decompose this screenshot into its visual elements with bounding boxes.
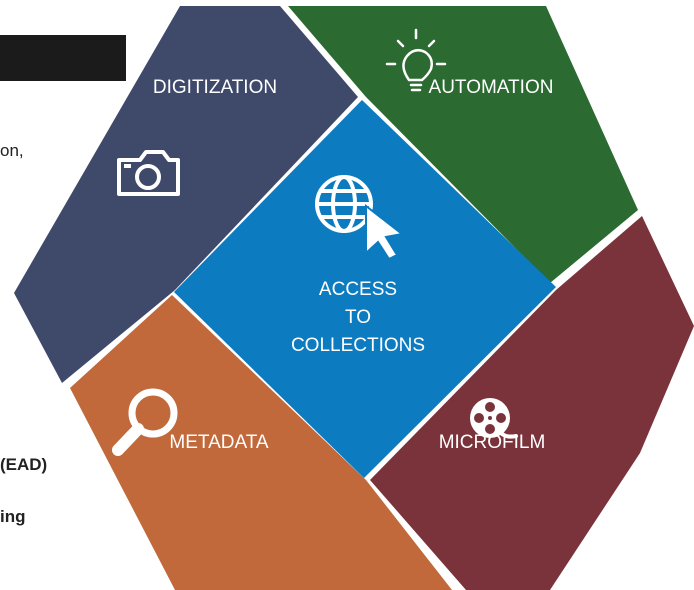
- left-text-line2: (EAD): [0, 455, 48, 474]
- segment-digitization: [14, 6, 358, 383]
- label-center-2: TO: [345, 307, 371, 328]
- label-microfilm: MICROFILM: [439, 432, 546, 453]
- label-center-3: COLLECTIONS: [291, 335, 425, 356]
- magnifier-icon: [112, 388, 178, 456]
- segment-microfilm: [370, 216, 694, 590]
- globe-cursor-icon: [315, 175, 405, 261]
- label-automation: AUTOMATION: [429, 77, 554, 98]
- lightbulb-icon: [385, 28, 447, 92]
- header-bar: [0, 35, 126, 81]
- label-digitization: DIGITIZATION: [153, 77, 277, 98]
- left-text-line1: on,: [0, 141, 24, 160]
- film-reel-icon: [470, 398, 518, 439]
- segment-automation: [288, 6, 638, 283]
- segment-access: [174, 100, 556, 478]
- label-center-1: ACCESS: [319, 279, 397, 300]
- left-text-line3: ing: [0, 507, 26, 526]
- label-metadata: METADATA: [169, 432, 269, 453]
- segment-metadata: [70, 295, 452, 590]
- camera-icon: [117, 150, 180, 196]
